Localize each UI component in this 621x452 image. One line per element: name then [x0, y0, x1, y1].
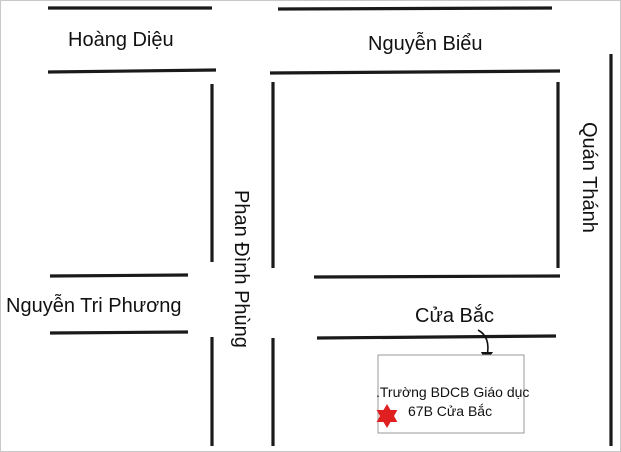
destination-name: .Trường BDCB Giáo dục — [376, 384, 529, 400]
destination-address: 67B Cửa Bắc — [408, 403, 492, 419]
road-nguyen-bieu-south — [269, 69, 561, 75]
red-star-icon — [376, 404, 398, 428]
road-cua-bac-south — [316, 334, 557, 340]
street-label-nguyen-bieu: Nguyễn Biểu — [368, 32, 483, 55]
road-nguyen-tri-phuong-south — [49, 330, 189, 335]
destination-callout — [377, 354, 525, 434]
road-nguyen-tri-phuong-north — [49, 273, 189, 278]
street-label-quan-thanh: Quán Thánh — [578, 122, 600, 233]
road-nguyen-bieu-north — [277, 6, 553, 11]
street-label-phan-dinh-phung: Phan Đình Phùng — [230, 190, 252, 348]
street-label-hoang-dieu: Hoàng Diệu — [68, 29, 174, 51]
street-label-nguyen-tri-phuong: Nguyễn Tri Phương — [6, 294, 181, 317]
road-cua-bac-north — [313, 274, 561, 279]
street-label-cua-bac: Cửa Bắc — [415, 304, 494, 327]
road-hoang-dieu-south — [47, 68, 217, 74]
